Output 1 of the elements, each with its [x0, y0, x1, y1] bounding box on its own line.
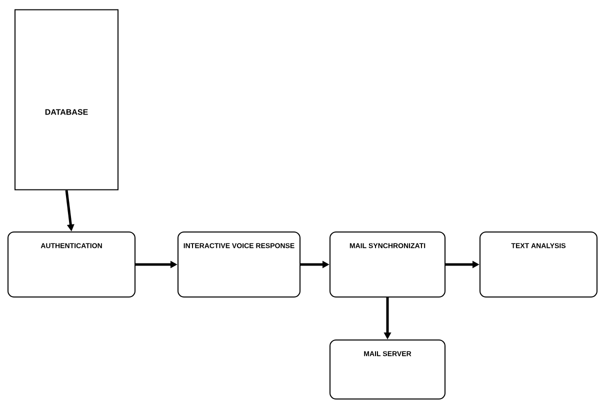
database-cylinder: DATABASE [14, 9, 118, 190]
